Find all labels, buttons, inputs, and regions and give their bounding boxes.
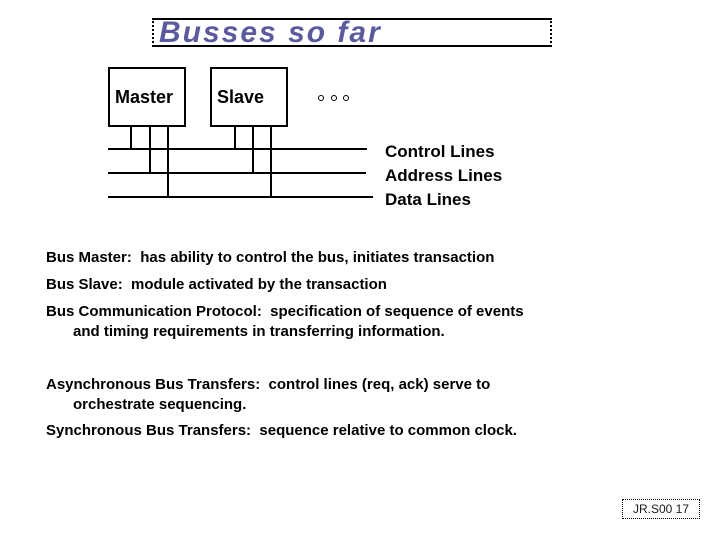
body-line-async-transfers: Asynchronous Bus Transfers: control line… xyxy=(46,376,491,393)
body-line-sync-transfers: Synchronous Bus Transfers: sequence rela… xyxy=(46,422,517,439)
control-lines-label: Control Lines xyxy=(385,142,495,161)
body-line-async-transfers-cont: orchestrate sequencing. xyxy=(73,396,247,413)
slave-box: Slave xyxy=(210,67,288,127)
data-bus-line xyxy=(108,196,373,198)
slave-label: Slave xyxy=(217,86,265,107)
slide-number-box: JR.S00 17 xyxy=(622,499,700,519)
address-bus-line xyxy=(108,172,366,174)
body-line-bus-protocol-cont: and timing requirements in transferring … xyxy=(73,323,445,340)
master-data-drop-line xyxy=(167,127,169,198)
slide-number-label: JR.S00 17 xyxy=(632,502,690,516)
ellipsis-dot xyxy=(318,95,324,101)
body-line-bus-slave: Bus Slave: module activated by the trans… xyxy=(46,276,387,293)
ellipsis-dot xyxy=(331,95,337,101)
slave-control-drop-line xyxy=(234,127,236,150)
master-control-drop-line xyxy=(130,127,132,150)
data-lines-label: Data Lines xyxy=(385,190,471,209)
title-box: Busses so far xyxy=(152,15,552,49)
ellipsis-dot xyxy=(343,95,349,101)
master-address-drop-line xyxy=(149,127,151,174)
body-line-bus-master: Bus Master: has ability to control the b… xyxy=(46,249,495,266)
master-label: Master xyxy=(115,86,174,107)
control-bus-line xyxy=(108,148,367,150)
slave-address-drop-line xyxy=(252,127,254,174)
address-lines-label: Address Lines xyxy=(385,166,503,185)
master-box: Master xyxy=(108,67,186,127)
slave-data-drop-line xyxy=(270,127,272,198)
body-line-bus-protocol: Bus Communication Protocol: specificatio… xyxy=(46,303,524,320)
page-title: Busses so far xyxy=(159,15,382,49)
